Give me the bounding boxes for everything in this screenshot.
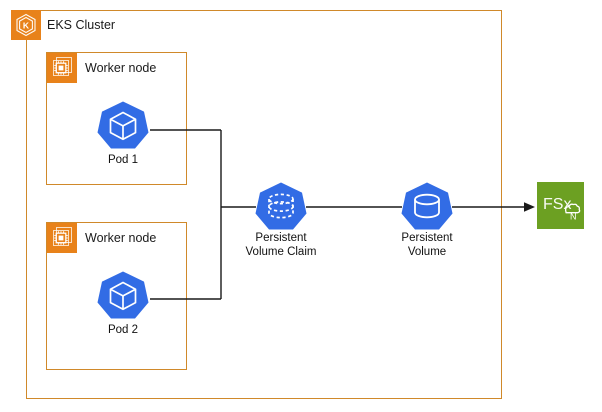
svg-text:FSx: FSx — [543, 196, 571, 213]
kubernetes-persistent-volume-claim-icon — [254, 180, 308, 234]
arrowhead-to-fsx — [524, 202, 535, 212]
kubernetes-pod-icon — [96, 269, 150, 323]
node-label-persistent-volume: Persistent Volume — [401, 232, 453, 258]
amazon-fsx-netapp-ontap-icon: FSx N — [537, 182, 584, 229]
node-label-persistent-volume-claim: Persistent Volume Claim — [245, 232, 317, 258]
worker-node-icon — [47, 223, 77, 253]
group-label-eks-cluster: EKS Cluster — [47, 18, 116, 32]
group-worker-node-1 — [46, 52, 187, 185]
svg-text:N: N — [570, 212, 577, 222]
kubernetes-persistent-volume-icon — [400, 180, 454, 234]
node-label-pod2: Pod 2 — [107, 324, 139, 336]
node-label-pod1: Pod 1 — [107, 154, 139, 166]
group-eks-cluster — [26, 10, 502, 399]
kubernetes-pod-icon — [96, 99, 150, 153]
svg-text:K: K — [23, 20, 30, 30]
group-label-worker-node-1: Worker node — [85, 61, 157, 75]
worker-node-icon — [47, 53, 77, 83]
group-label-worker-node-2: Worker node — [85, 231, 157, 245]
group-worker-node-2 — [46, 222, 187, 370]
eks-cluster-icon: K — [11, 10, 41, 40]
